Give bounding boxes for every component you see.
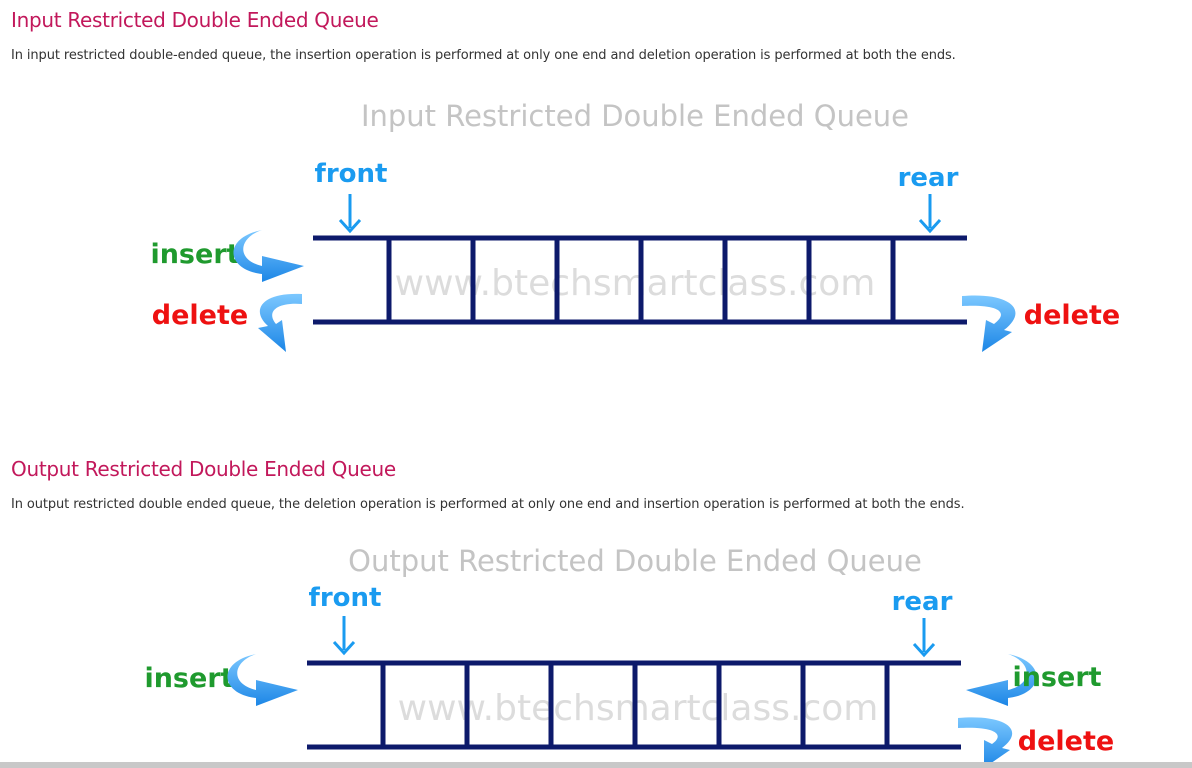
rear-label: rear — [892, 587, 953, 617]
output-restricted-deque-diagram: Output Restricted Double Ended Queue fro… — [144, 544, 1114, 768]
section-title-input-restricted: Input Restricted Double Ended Queue — [11, 8, 379, 32]
delete-arrow-right-icon — [958, 717, 1013, 768]
watermark: www.btechsmartclass.com — [398, 688, 879, 729]
delete-label-left: delete — [152, 300, 248, 331]
horizontal-scrollbar[interactable] — [0, 762, 1192, 768]
diagram-heading: Input Restricted Double Ended Queue — [361, 99, 909, 133]
front-pointer-arrowhead — [332, 640, 356, 656]
delete-arrow-left-icon — [258, 293, 302, 352]
delete-label-right: delete — [1024, 300, 1120, 331]
rear-pointer-arrowhead — [912, 642, 936, 658]
insert-label-right: insert — [1012, 662, 1101, 693]
front-label: front — [309, 583, 382, 613]
insert-label-left: insert — [144, 663, 233, 694]
insert-arrow-right-icon — [966, 654, 1037, 706]
insert-arrow-left-icon — [227, 654, 298, 706]
diagram-heading: Output Restricted Double Ended Queue — [348, 544, 922, 578]
watermark: www.btechsmartclass.com — [395, 263, 876, 304]
rear-label: rear — [898, 163, 959, 193]
section-title-output-restricted: Output Restricted Double Ended Queue — [11, 457, 396, 481]
delete-label-right: delete — [1018, 726, 1114, 757]
insert-label-left: insert — [150, 239, 239, 270]
front-label: front — [315, 159, 388, 189]
front-pointer-arrowhead — [338, 218, 362, 234]
input-restricted-deque-diagram: Input Restricted Double Ended Queue fron… — [150, 99, 1120, 352]
queue-body — [313, 235, 967, 325]
rear-pointer-arrowhead — [918, 218, 942, 234]
insert-arrow-left-icon — [233, 230, 304, 282]
section-description-output-restricted: In output restricted double ended queue,… — [11, 497, 965, 512]
section-description-input-restricted: In input restricted double-ended queue, … — [11, 48, 956, 63]
delete-arrow-right-icon — [962, 295, 1016, 352]
queue-body — [307, 660, 961, 750]
